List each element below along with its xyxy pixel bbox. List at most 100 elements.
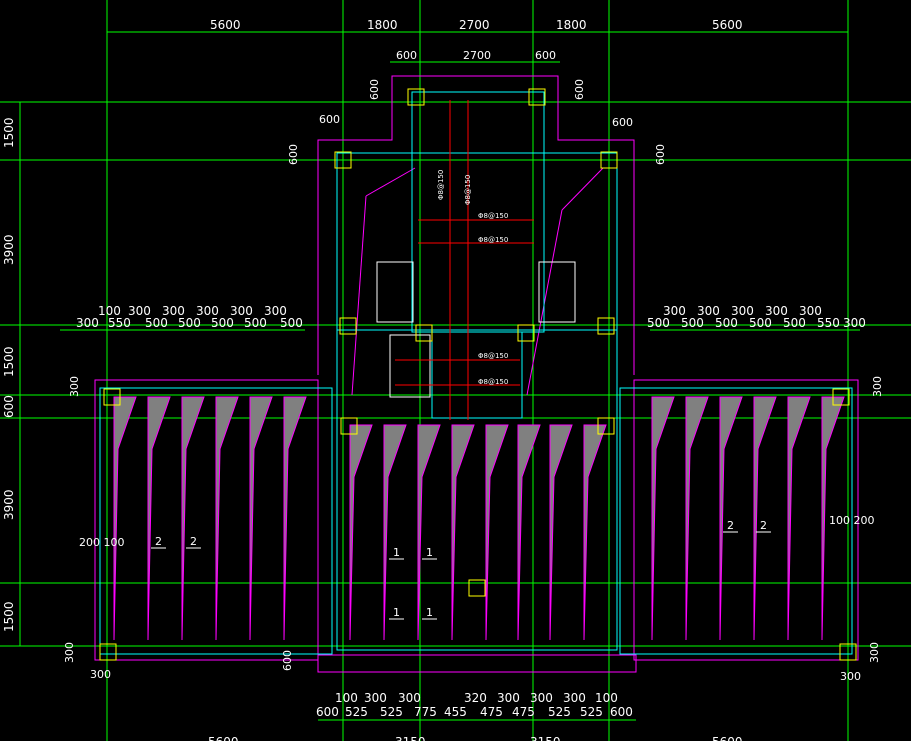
zone-label: 2 — [190, 535, 197, 548]
zone-label: 1 — [426, 606, 433, 619]
column — [597, 417, 615, 435]
dim-text: 600 — [281, 650, 294, 671]
bottom-strip-outline — [317, 654, 637, 673]
dim-text: 1800 — [367, 18, 398, 32]
dim-text: 600 — [610, 705, 633, 719]
dim-text: 3900 — [2, 234, 16, 265]
dim-text: 3150 — [530, 735, 561, 741]
dim-text: 775 — [414, 705, 437, 719]
dim-text: 100 200 — [829, 514, 875, 527]
dim-text: 600 — [573, 79, 586, 100]
dim-text: 525 — [548, 705, 571, 719]
column — [339, 317, 357, 335]
dim-text: 200 100 — [79, 536, 125, 549]
building-outline — [94, 75, 859, 673]
dim-text: 100 — [595, 691, 618, 705]
dim-text: 300 — [162, 304, 185, 318]
diag-line — [561, 167, 604, 211]
rebar-label: Φ8@150 — [464, 175, 472, 205]
inner-walls — [99, 91, 853, 655]
rebar-label: Φ8@150 — [437, 170, 445, 200]
dim-text: 300 — [128, 304, 151, 318]
dim-text: 475 — [512, 705, 535, 719]
dim-text: 475 — [480, 705, 503, 719]
column — [600, 151, 618, 169]
dim-text: 300 — [230, 304, 253, 318]
dim-text: 550 — [108, 316, 131, 330]
column — [832, 388, 850, 406]
dim-text: 300 — [799, 304, 822, 318]
dim-text: 300 — [563, 691, 586, 705]
dim-text: 2700 — [459, 18, 490, 32]
rebar-label: Φ8@150 — [478, 352, 508, 360]
dim-text: 600 — [287, 144, 300, 165]
dim-text: 300 — [196, 304, 219, 318]
dim-text: 600 — [535, 49, 556, 62]
dim-text: 525 — [580, 705, 603, 719]
right-wing-outline — [633, 379, 859, 661]
dim-text: 300 — [843, 316, 866, 330]
rebar-label: Φ8@150 — [478, 212, 508, 220]
dim-text: 455 — [444, 705, 467, 719]
dim-text: 100 — [335, 691, 358, 705]
column — [334, 151, 352, 169]
diag-line — [351, 195, 367, 396]
dim-text: 500 — [715, 316, 738, 330]
pile-strips — [113, 396, 845, 641]
dim-text: 600 — [316, 705, 339, 719]
dim-text: 500 — [211, 316, 234, 330]
dim-text: 300 — [90, 668, 111, 681]
dim-text: 5600 — [208, 735, 239, 741]
zone-label: 2 — [727, 519, 734, 532]
dim-text: 300 — [765, 304, 788, 318]
zone-label: 1 — [393, 546, 400, 559]
dim-text: 300 — [871, 376, 884, 397]
dim-text: 320 — [464, 691, 487, 705]
dim-text: 550 — [817, 316, 840, 330]
rebar-label: Φ8@150 — [478, 378, 508, 386]
dim-text: 300 — [398, 691, 421, 705]
dim-text: 1500 — [2, 117, 16, 148]
dim-text: 300 — [530, 691, 553, 705]
dim-text: 500 — [783, 316, 806, 330]
column — [468, 579, 486, 597]
dim-text: 300 — [76, 316, 99, 330]
dim-text: 600 — [396, 49, 417, 62]
dim-text: 500 — [178, 316, 201, 330]
dim-text: 300 — [63, 642, 76, 663]
dim-text: 300 — [731, 304, 754, 318]
dim-text: 3900 — [2, 489, 16, 520]
zone-label: 1 — [426, 546, 433, 559]
landing-box — [376, 261, 414, 323]
dim-text: 525 — [345, 705, 368, 719]
columns — [99, 88, 857, 661]
column — [597, 317, 615, 335]
dim-text: 500 — [749, 316, 772, 330]
landing-box — [538, 261, 576, 323]
dimension-text: 5600 1800 2700 1800 5600 600 2700 600 60… — [2, 18, 884, 683]
rebar-labels: Φ8@150 Φ8@150 Φ8@150 Φ8@150 Φ8@150 Φ8@15… — [437, 170, 508, 386]
dim-text: 600 — [319, 113, 340, 126]
rebar-label: Φ8@150 — [478, 236, 508, 244]
dim-text: 1500 — [2, 601, 16, 632]
column — [407, 88, 425, 106]
dim-text: 3150 — [395, 735, 426, 741]
dim-text: 300 — [840, 670, 861, 683]
right-inner-wall — [619, 387, 853, 655]
dim-text: 500 — [244, 316, 267, 330]
dim-text: 500 — [681, 316, 704, 330]
column — [517, 324, 535, 342]
dim-text: 600 — [2, 395, 16, 418]
dim-text: 600 — [654, 144, 667, 165]
zone-label: 2 — [155, 535, 162, 548]
zone-label: 1 — [393, 606, 400, 619]
column — [415, 324, 433, 342]
dim-text: 500 — [280, 316, 303, 330]
column — [839, 643, 857, 661]
column — [103, 388, 121, 406]
dim-text: 300 — [264, 304, 287, 318]
dim-text: 525 — [380, 705, 403, 719]
dim-text: 5600 — [712, 18, 743, 32]
